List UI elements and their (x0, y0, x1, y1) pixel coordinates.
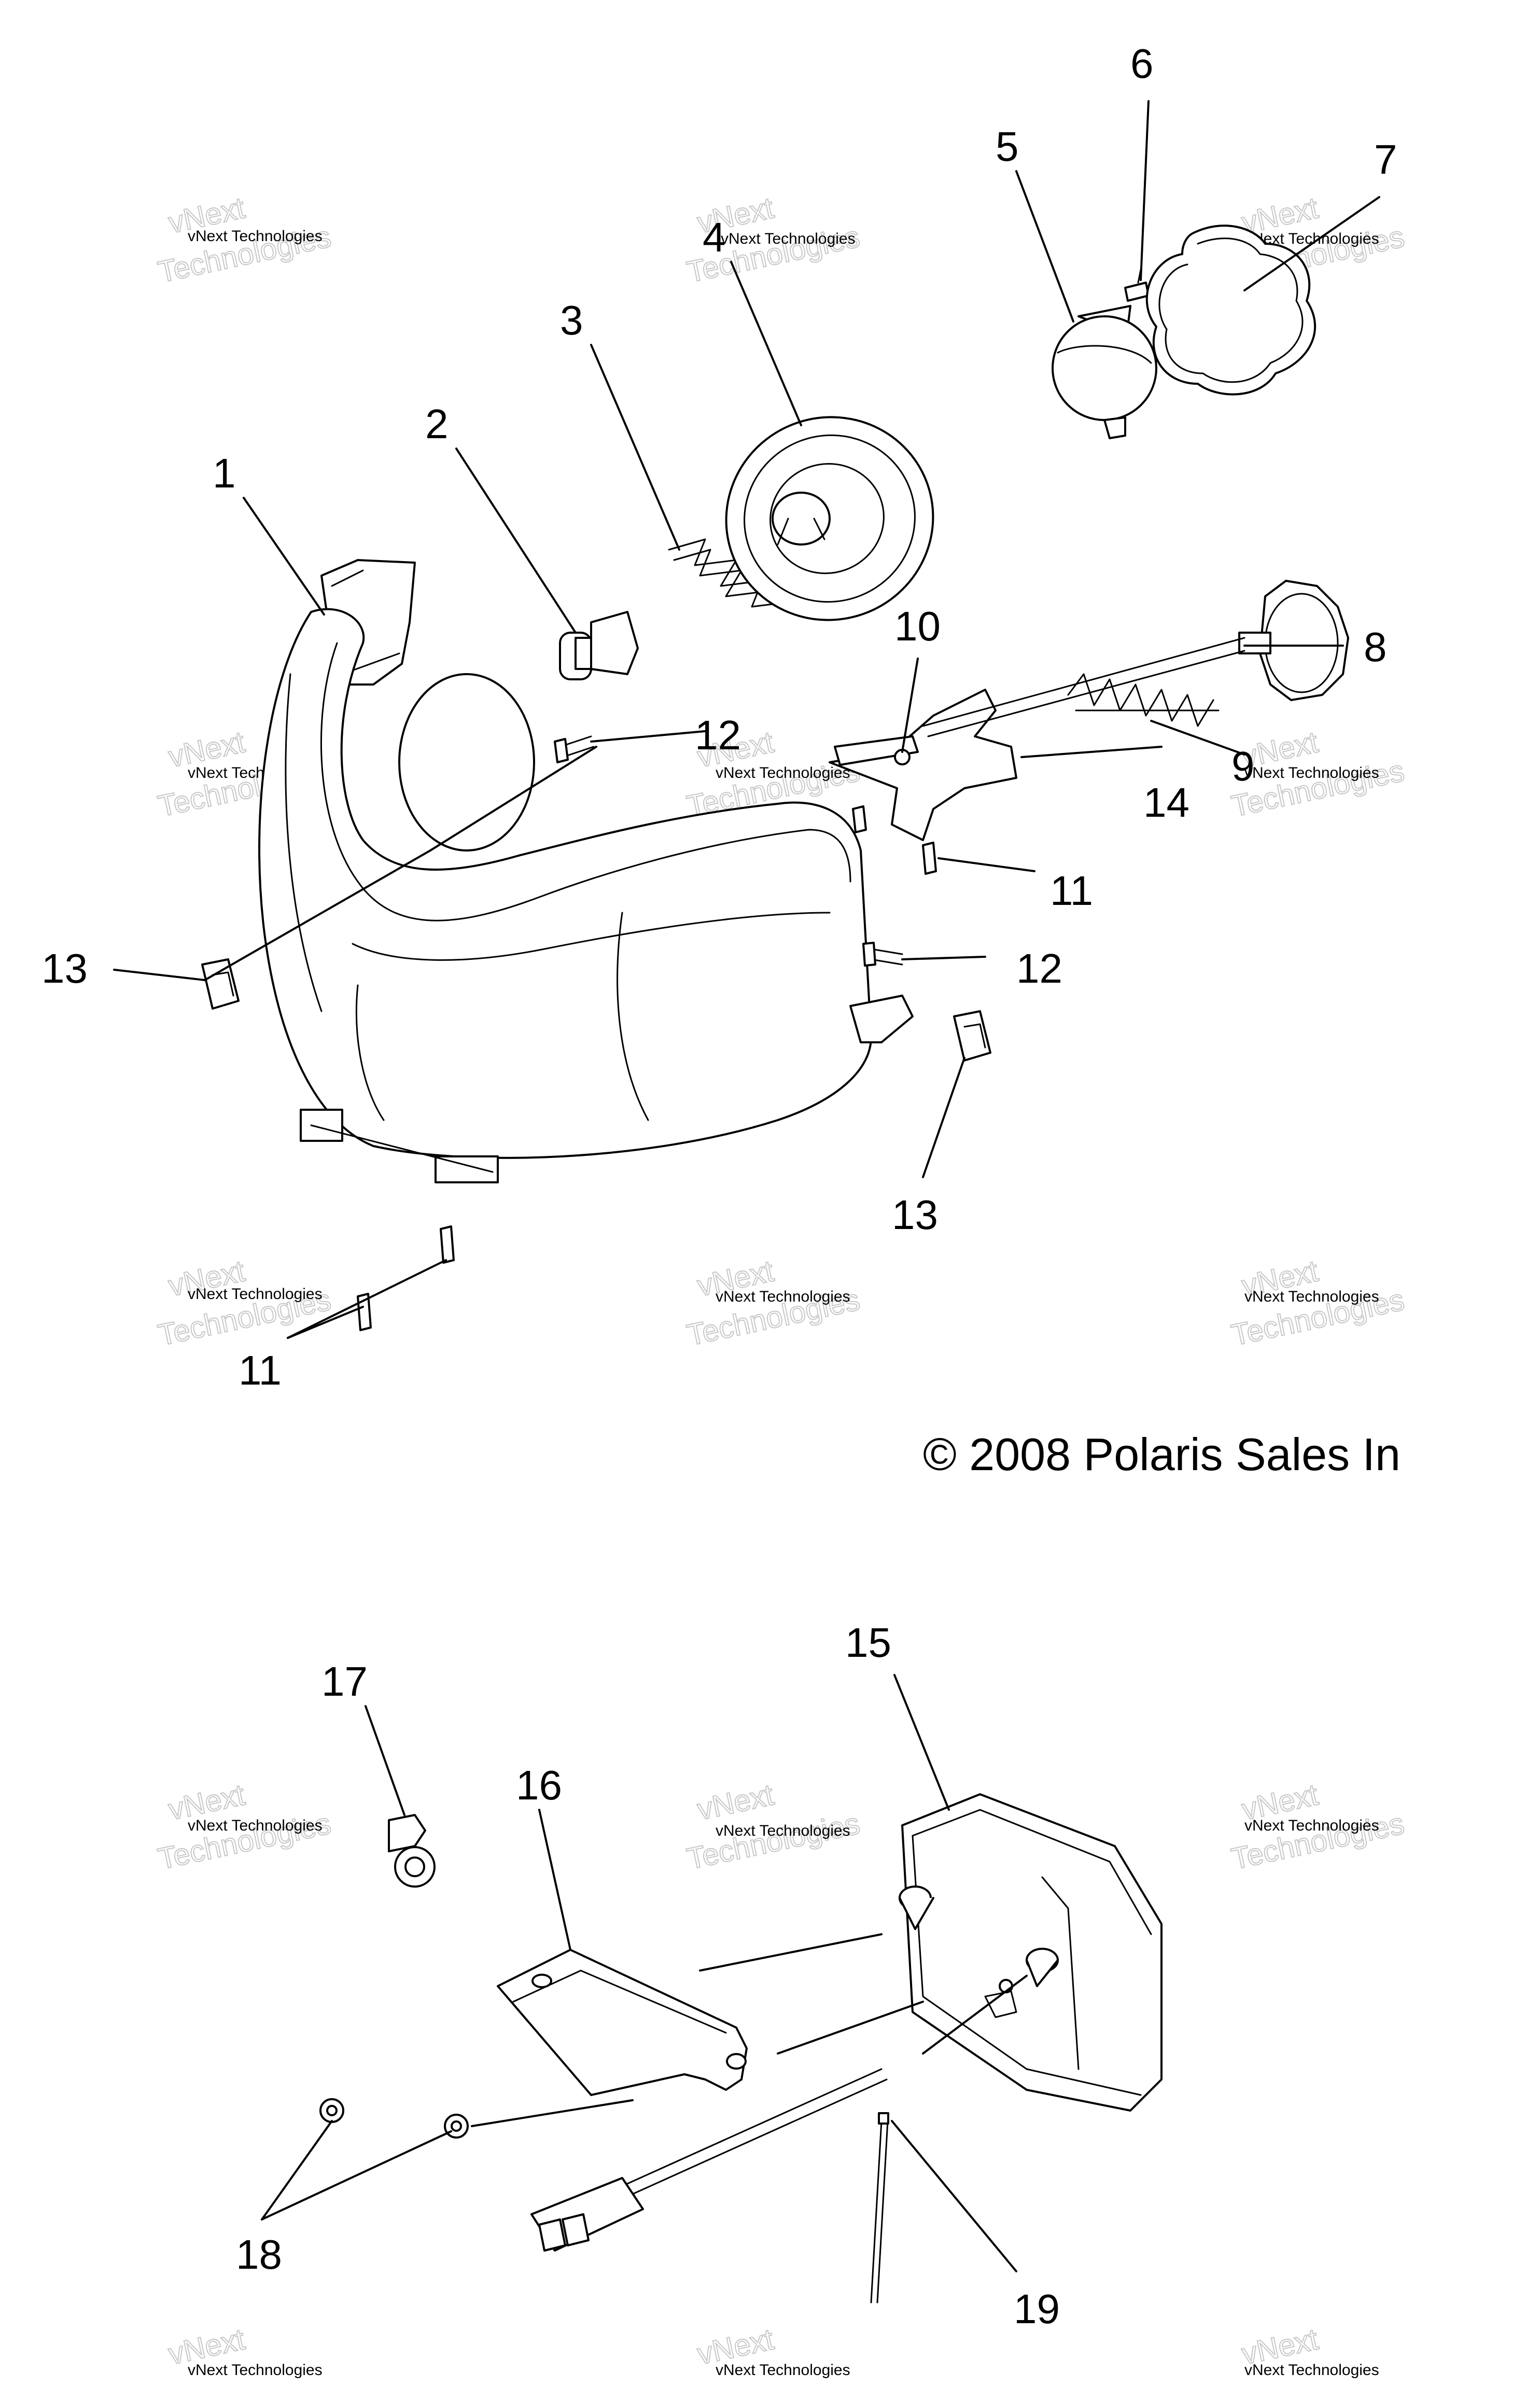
callout-12: 12 (695, 712, 741, 758)
lamp-dome-part (1052, 305, 1157, 439)
watermark-bottom2-center: vNext Technologies vNext Technologies (683, 1777, 863, 1876)
cable-tie-part (870, 2112, 889, 2303)
grommet-bolt-part (388, 1814, 436, 1888)
spring-part (1067, 673, 1220, 727)
watermark-top-left: vNext Technologies vNext Technologies (155, 190, 334, 289)
watermark-bottom-left: vNext vNext Technologies (165, 2322, 322, 2379)
watermark-small: vNext Technologies (1244, 764, 1379, 781)
watermark-low-left: vNext Technologies vNext Technologies (155, 1253, 334, 1352)
watermark-small: vNext Technologies (721, 230, 856, 247)
callout-15: 15 (845, 1619, 891, 1666)
callout-17: 17 (321, 1658, 368, 1705)
callout-19: 19 (1014, 2286, 1060, 2332)
adjuster-bracket-part (829, 689, 1017, 841)
callout-2: 2 (425, 401, 449, 447)
watermark-small: vNext Technologies (188, 228, 323, 245)
spring-clip-part (668, 538, 794, 608)
callout-7: 7 (1374, 136, 1397, 183)
watermark-small: vNext Technologies (1244, 2362, 1379, 2379)
adjuster-knob-part (1238, 580, 1349, 701)
watermark-bottom-center: vNext vNext Technologies (694, 2322, 850, 2379)
callout-12: 12 (1016, 945, 1062, 991)
tail-light-part (899, 1793, 1163, 2112)
watermark-small: vNext Technologies (188, 1817, 323, 1834)
callout-5: 5 (996, 123, 1019, 170)
callout-13: 13 (41, 945, 88, 991)
watermark-small: vNext Technologies (1244, 1817, 1379, 1834)
wire-harness-part (530, 1979, 1017, 2252)
screw-part (554, 735, 903, 967)
watermark-small: vNext Technologies (716, 2362, 850, 2379)
watermark-bottom-right: vNext vNext Technologies (1238, 2322, 1379, 2379)
mount-bracket-part (497, 1949, 748, 2096)
watermark-low-right: vNext Technologies vNext Technologies (1228, 1253, 1408, 1352)
callout-6: 6 (1130, 40, 1154, 87)
callout-4: 4 (703, 214, 726, 260)
gasket-part (1145, 225, 1317, 396)
watermark-bottom2-left: vNext Technologies vNext Technologies (155, 1777, 334, 1876)
watermark-small: vNext Technologies (716, 764, 850, 781)
watermark-mid-right: vNext Technologies vNext Technologies (1228, 724, 1408, 823)
small-screw-part (1124, 269, 1150, 302)
adjuster-rod-part (922, 637, 1245, 737)
speed-nut-part (201, 958, 991, 1062)
watermark-big-line1: vNext (694, 1778, 777, 1826)
callout-13: 13 (892, 1192, 938, 1238)
callout-10: 10 (894, 603, 941, 649)
callout-labels: 1 2 3 4 5 6 7 8 9 10 11 12 14 12 13 13 1… (41, 40, 1397, 2332)
watermark-small: vNext Technologies (188, 2362, 323, 2379)
copyright-text: © 2008 Polaris Sales In (923, 1429, 1401, 1480)
callout-9: 9 (1231, 743, 1255, 789)
callout-1: 1 (213, 450, 236, 496)
callout-11: 11 (1050, 868, 1093, 914)
leader-lines-top (113, 100, 1380, 1339)
watermark-small: vNext Technologies (1244, 1288, 1379, 1305)
callout-3: 3 (560, 297, 583, 343)
watermark-small: vNext Technologies (188, 1286, 323, 1303)
watermark-small: vNext Technologies (716, 1288, 850, 1305)
rear-cover-part (725, 416, 934, 621)
callout-14: 14 (1143, 779, 1189, 826)
callout-8: 8 (1364, 624, 1387, 670)
callout-11: 11 (239, 1347, 282, 1393)
callout-16: 16 (516, 1762, 562, 1808)
bulb-part (559, 611, 639, 680)
pin-part (357, 805, 937, 1331)
watermark-bottom2-right: vNext Technologies vNext Technologies (1228, 1777, 1408, 1876)
watermark-small: vNext Technologies (716, 1822, 850, 1839)
washer-part (319, 2098, 469, 2139)
watermark-low-center: vNext Technologies vNext Technologies (683, 1253, 863, 1352)
leader-lines-bottom (261, 1674, 1028, 2272)
callout-18: 18 (236, 2231, 282, 2278)
